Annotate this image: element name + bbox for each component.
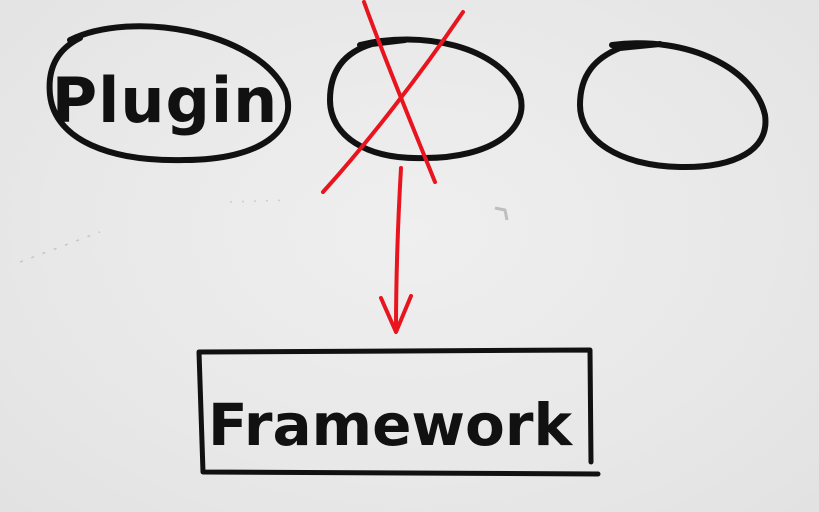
cross-line-1 [362, 0, 437, 184]
node-framework: Framework [196, 347, 601, 477]
framework-label: Framework [208, 391, 573, 459]
framework-rectangle [196, 347, 601, 477]
crossed-plugin-ellipse [326, 36, 525, 162]
node-crossed-plugin [321, 0, 525, 194]
node-empty-plugin [576, 40, 769, 171]
board-smudges [19, 199, 509, 263]
empty-plugin-ellipse [576, 40, 769, 171]
arrow-shaft [394, 166, 403, 332]
plugin-ellipse [46, 23, 292, 164]
plugin-label: Plugin [52, 64, 279, 137]
edge-crossed-plugin-to-framework [379, 166, 413, 334]
node-plugin: Plugin [46, 23, 292, 164]
cross-line-2 [321, 10, 465, 194]
arrow-head [379, 294, 413, 334]
